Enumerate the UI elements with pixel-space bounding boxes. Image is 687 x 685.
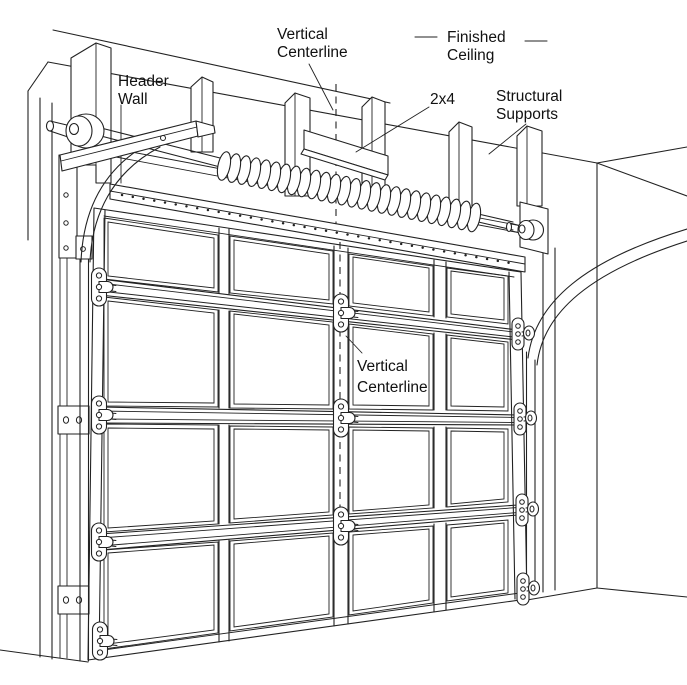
roller [513,402,538,436]
door-rails [99,278,519,551]
label-vertical-centerline-door-line1: Vertical [357,358,408,375]
floor-right [596,587,687,598]
perforated-angle [109,183,526,273]
label-finished-ceiling-line1: Finished [447,29,506,46]
floor-left [0,649,89,663]
track-bracket [57,585,90,615]
leader-vertical-centerline-door [345,335,363,354]
stud [516,125,543,207]
right-wall-top [596,146,687,164]
wall-top-edge [52,29,391,104]
angle-holes [120,193,512,265]
curved-track-left [89,146,161,263]
label-structural-supports-line2: Supports [496,106,558,123]
finished-ceiling-line [47,61,598,164]
garage-door [87,207,528,661]
right-jamb [542,232,556,593]
leader-2x4 [355,106,430,153]
label-2x4: 2x4 [430,91,455,108]
leader-structural-supports [488,123,527,155]
label-vertical-centerline-door-line2: Centerline [357,379,428,396]
left-track-assembly [57,120,216,662]
torsion-spring-assembly [45,113,549,255]
roller [511,317,536,351]
label-finished-ceiling-line2: Ceiling [447,47,494,64]
ceiling-and-walls [0,29,687,663]
leader-vertical-centerline-top [308,63,334,111]
label-header-wall-line1: Header [118,73,169,90]
right-ceiling-edge [596,162,687,197]
door-panels [103,217,509,650]
label-structural-supports-line1: Structural [496,88,562,105]
labels: Vertical Centerline Finished Ceiling Hea… [118,26,562,396]
right-track-assembly [525,228,687,592]
roller [516,572,541,606]
left-cable-drum [45,113,105,149]
label-header-wall-line2: Wall [118,91,148,108]
right-cable-drum [505,201,549,255]
ceiling-left-corner [27,61,49,92]
two-by-four-block [300,129,389,181]
label-vertical-centerline-top-line2: Centerline [277,44,348,61]
curved-track-right [527,228,687,359]
door-face [87,207,528,661]
track-bracket [57,405,90,435]
label-vertical-centerline-top-line1: Vertical [277,26,328,43]
stud [448,121,473,214]
